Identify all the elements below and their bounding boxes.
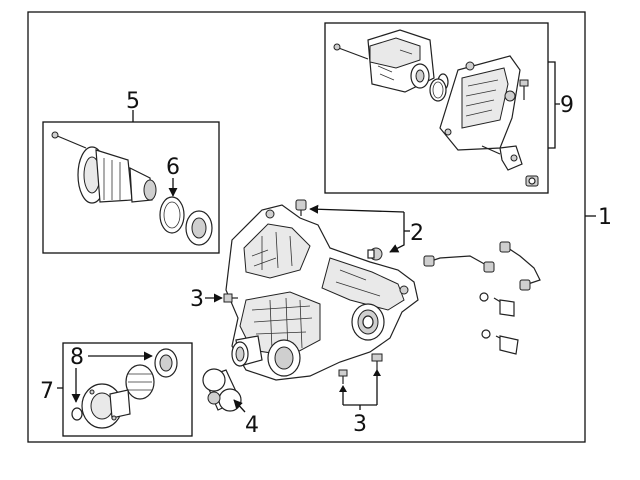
leader-3-arrowheads: [339, 369, 381, 392]
vent-hose-left: [423, 255, 495, 273]
callout-7: 7: [40, 379, 54, 404]
bolt-9: [519, 79, 529, 100]
valve-body: [439, 55, 521, 151]
callout-5: 5: [126, 89, 140, 114]
callout-1: 1: [598, 205, 612, 230]
actuator-motor: [333, 29, 435, 93]
callout-3-left: 3: [190, 287, 204, 312]
callout-8: 8: [70, 345, 84, 370]
o-ring-7: [71, 407, 83, 421]
bearing-7: [125, 364, 155, 400]
input-shaft-flange: [77, 146, 157, 204]
bracket-9: [548, 61, 560, 149]
leader-4: [233, 399, 246, 413]
bolt-3-bottom-b: [371, 353, 383, 370]
bolt-3-left: [223, 293, 238, 303]
pressure-sensor-9: [481, 145, 523, 171]
assembly-frame: [27, 11, 586, 443]
mount-bushing-4: [202, 368, 242, 412]
bolt-3-bottom-a: [338, 369, 348, 384]
plug-fitting-2: [367, 247, 383, 261]
bearing-5: [185, 210, 213, 246]
leader-2: [389, 212, 405, 253]
subassembly-box-5: [42, 121, 220, 254]
output-flange-7: [81, 383, 131, 429]
differential-housing: [225, 204, 419, 381]
gasket-rings-9: [429, 73, 449, 102]
temp-sensor-lower: [481, 329, 519, 355]
leader-2-top: [309, 204, 405, 214]
callout-4: 4: [245, 413, 259, 438]
callout-3-bottom: 3: [353, 412, 367, 437]
subassembly-box-9: [324, 22, 549, 194]
callout-9: 9: [560, 93, 574, 118]
leader-3-bottom: [342, 372, 378, 410]
callout-2: 2: [410, 221, 424, 246]
seal-ring-6: [159, 196, 185, 234]
temp-sensor-upper: [479, 292, 515, 317]
vent-hose-right: [499, 241, 541, 291]
seal-8: [154, 348, 178, 378]
subassembly-box-7: [62, 342, 193, 437]
callout-6: 6: [166, 155, 180, 180]
breather-fitting-2: [295, 199, 307, 216]
long-bolt-5: [51, 131, 87, 149]
plug-9: [525, 175, 539, 187]
